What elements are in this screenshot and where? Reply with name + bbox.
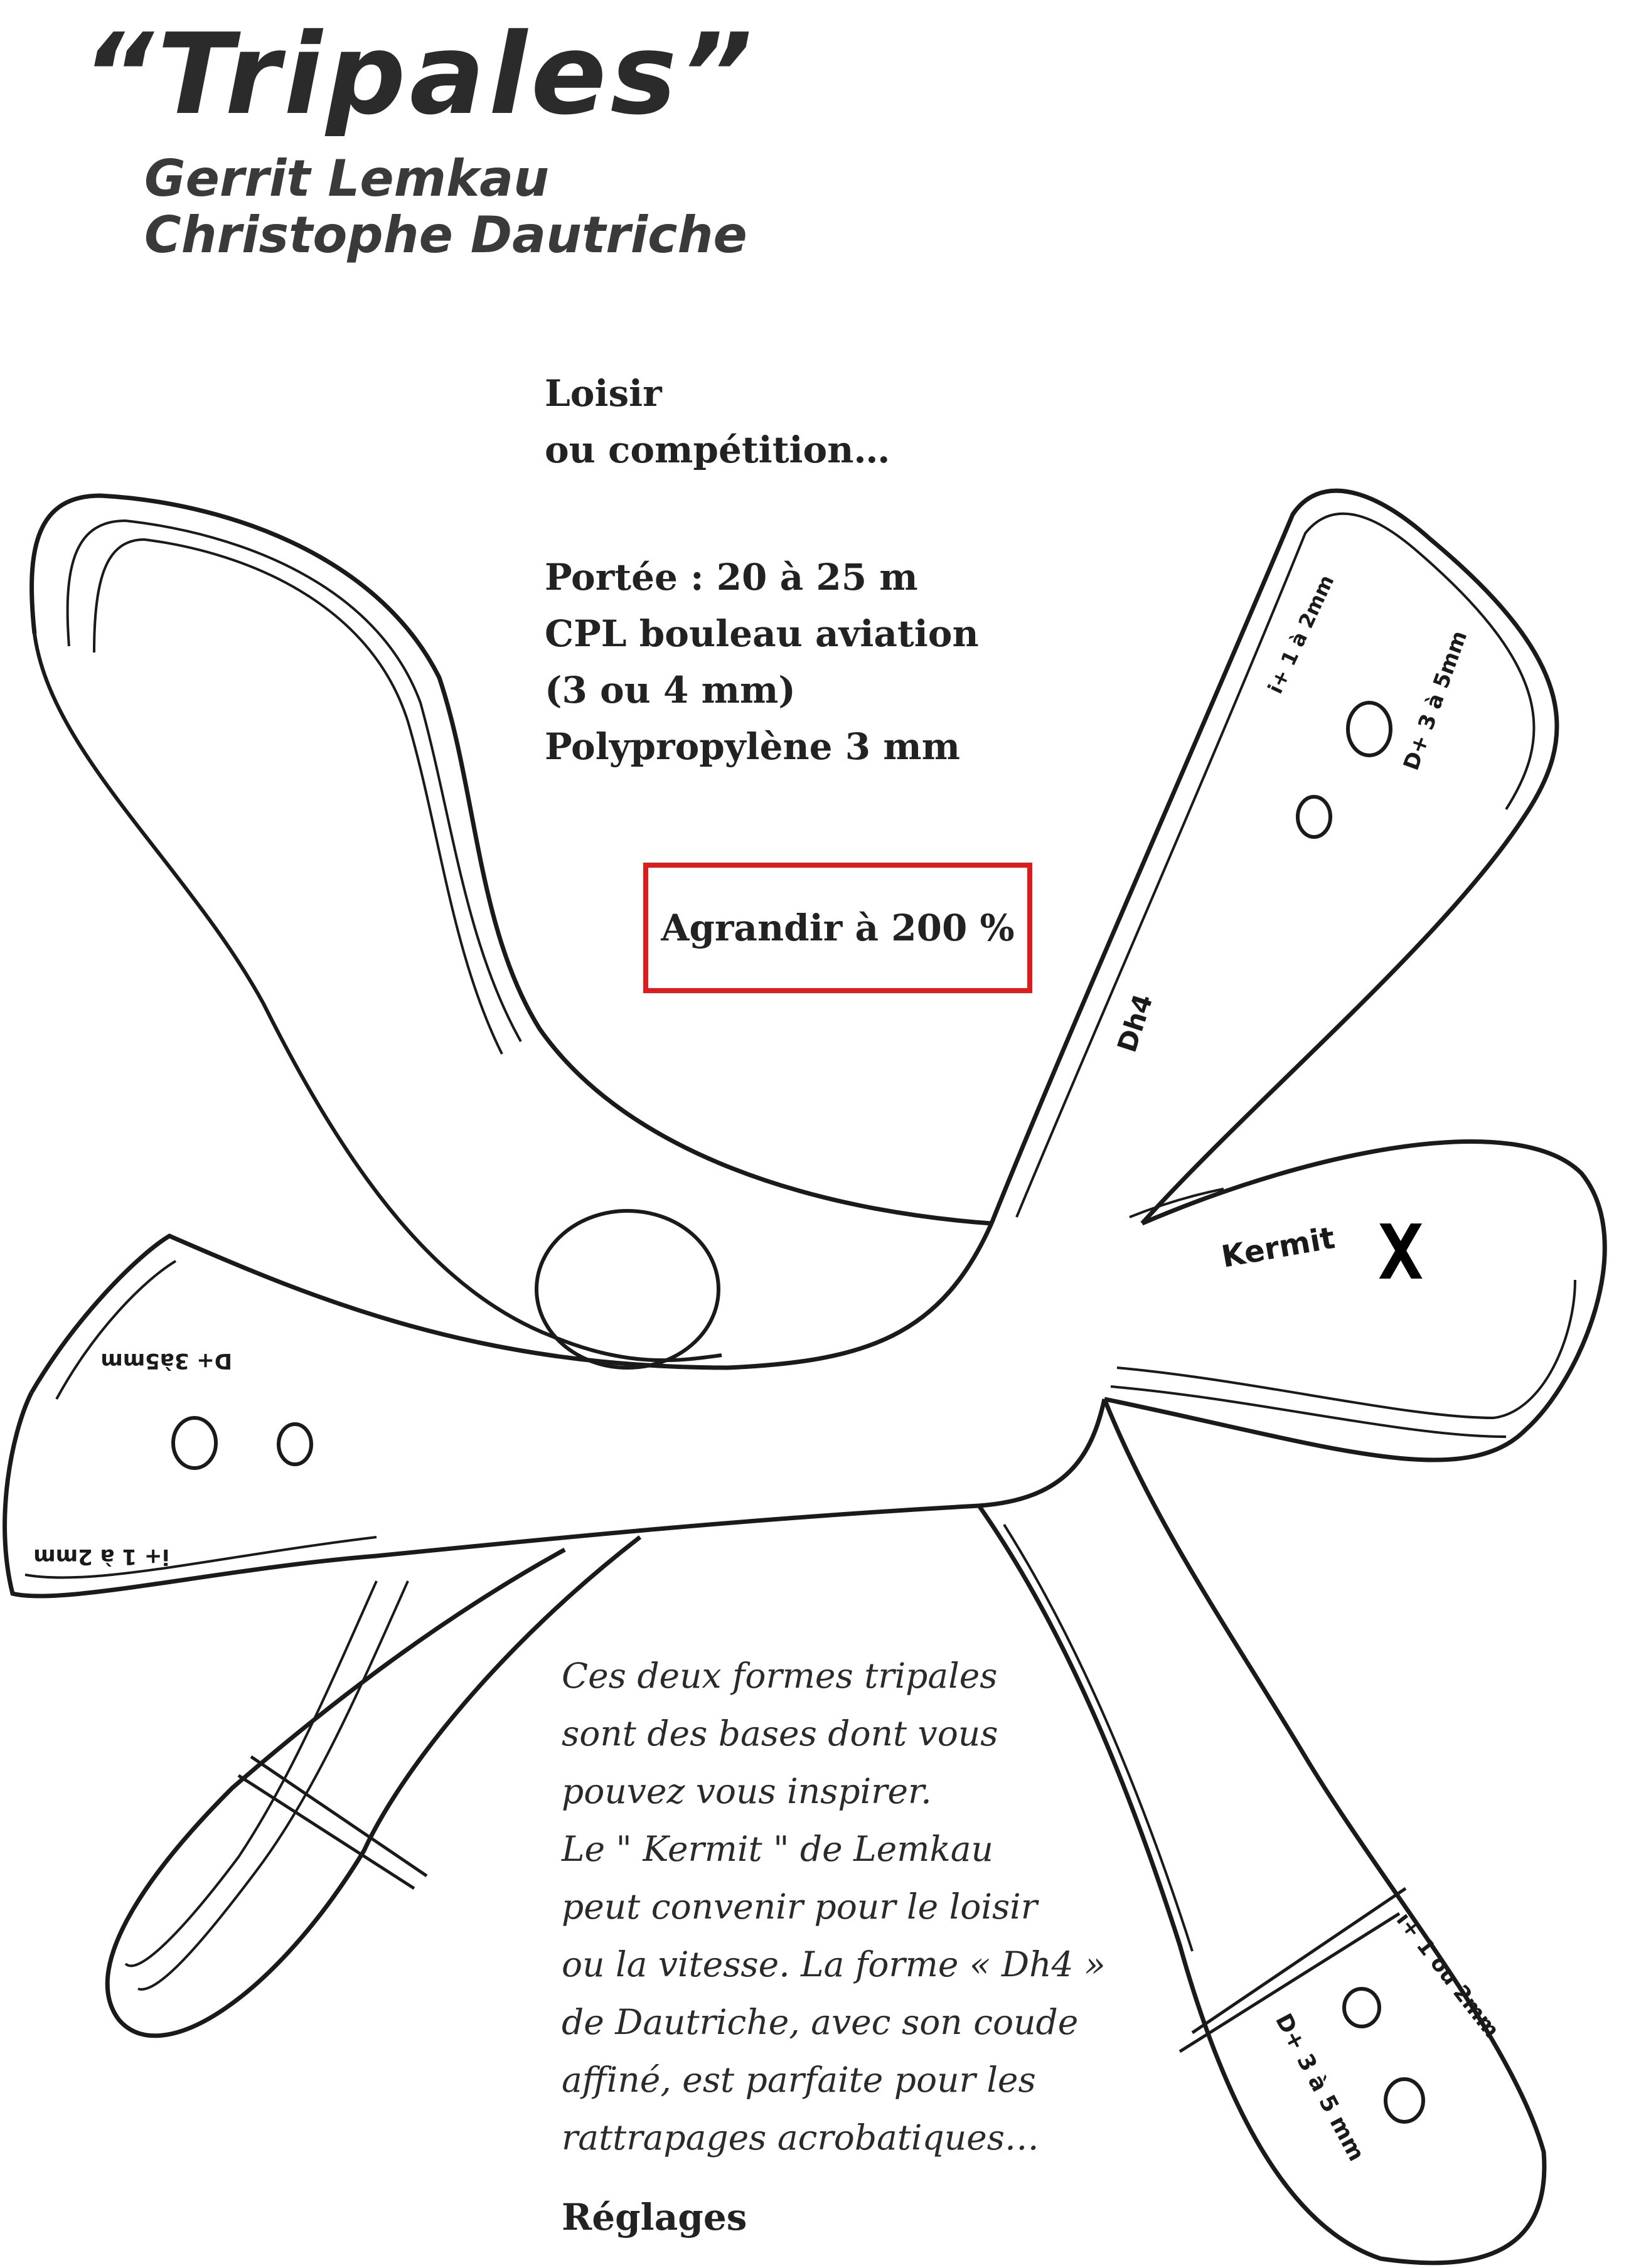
spec-line: Polypropylène 3 mm xyxy=(545,725,961,768)
dh4-outline xyxy=(3,488,1559,2265)
x-mark: X xyxy=(1378,1210,1424,1297)
enlarge-200-button[interactable]: Agrandir à 200 % xyxy=(643,863,1032,993)
left-d-label: D+ 3à5mm xyxy=(100,1348,232,1373)
right-top-i-label: i+ 1 à 2mm xyxy=(1263,571,1339,697)
spec-line: (3 ou 4 mm) xyxy=(545,669,796,711)
description-line: sont des bases dont vous xyxy=(562,1713,998,1754)
settings-heading: Réglages xyxy=(562,2196,747,2239)
right-top-d-label: D+ 3 à 5mm xyxy=(1399,627,1472,774)
specs-list: Portée : 20 à 25 m CPL bouleau aviation … xyxy=(545,549,979,775)
kermit-label: Kermit xyxy=(1219,1220,1337,1275)
description-line: Le " Kermit " de Lemkau xyxy=(562,1829,993,1869)
description-line: peut convenir pour le loisir xyxy=(562,1887,1038,1927)
bottom-d-label: D+ 3 à 5 mm xyxy=(1270,2010,1369,2165)
description-paragraph: Ces deux formes tripales sont des bases … xyxy=(562,1647,1106,2166)
page-title: “Tripales” xyxy=(82,9,757,139)
section-heading: Loisir ou compétition… xyxy=(545,365,890,478)
heading-line: Loisir xyxy=(545,372,662,415)
heading-line: ou compétition… xyxy=(545,429,890,471)
kermit-outline xyxy=(29,493,1607,2038)
author-name: Christophe Dautriche xyxy=(144,206,747,264)
spec-line: Portée : 20 à 25 m xyxy=(545,556,918,599)
description-line: rattrapages acrobatiques… xyxy=(562,2117,1039,2158)
spec-line: CPL bouleau aviation xyxy=(545,612,979,655)
description-line: pouvez vous inspirer. xyxy=(562,1771,932,1811)
description-line: de Dautriche, avec son coude xyxy=(562,2002,1079,2042)
description-line: affiné, est parfaite pour les xyxy=(562,2060,1036,2100)
dh4-label: Dh4 xyxy=(1111,991,1159,1057)
bottom-i-label: i+ 1 ou 2mm xyxy=(1391,1908,1504,2043)
description-line: Ces deux formes tripales xyxy=(562,1656,998,1696)
left-i-label: i+ 1 à 2mm xyxy=(33,1544,169,1569)
author-name: Gerrit Lemkau xyxy=(144,149,550,208)
description-line: ou la vitesse. La forme « Dh4 » xyxy=(562,1944,1106,1984)
